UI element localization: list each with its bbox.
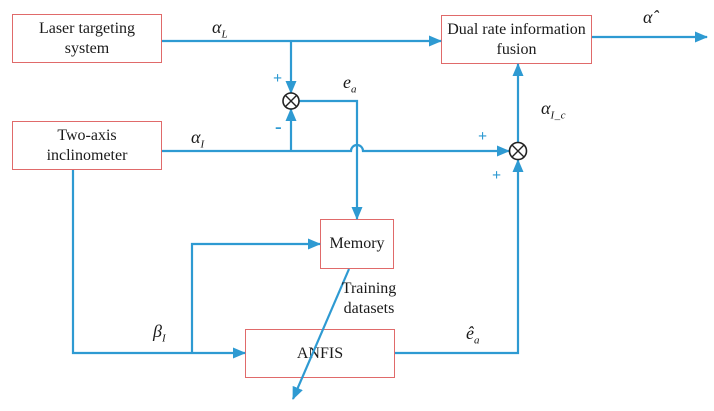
ehat-a-base: ê: [466, 323, 474, 343]
ehat-a-sub: a: [474, 334, 480, 347]
junction1-plus-sign: +: [273, 70, 283, 87]
alpha-i-c-base: α: [541, 98, 551, 118]
alpha-i-sub: I: [200, 138, 205, 151]
beta-i-label: βI: [153, 321, 166, 345]
anfis-box: ANFIS: [245, 329, 395, 378]
alpha-i-c-label: αI_c: [541, 98, 566, 122]
ea-to-memory-wire: [299, 99, 363, 220]
junction2-left-plus-sign: +: [478, 128, 488, 145]
beta-i-sub: I: [161, 332, 167, 345]
junction1-minus-sign: -: [275, 116, 282, 138]
alpha-i-wire: [162, 143, 510, 157]
laser-targeting-system-box: Laser targeting system: [12, 14, 162, 63]
ea-label: ea: [343, 72, 357, 96]
alpha-i-base: α: [191, 127, 201, 147]
ehat-a-label: êa: [466, 323, 480, 347]
ehat-a-wire: [395, 159, 524, 355]
training-datasets-label: Training datasets: [341, 280, 397, 317]
alpha-i-c-sub: I_c: [550, 109, 566, 122]
alpha-hat-base: α̂: [643, 7, 653, 27]
ea-base: e: [343, 72, 351, 92]
alpha-l-sub: L: [221, 28, 229, 41]
alpha-hat-label: α̂: [643, 7, 652, 31]
summing-junction-2: [508, 141, 528, 161]
alpha-l-base: α: [212, 17, 222, 37]
summing-junction-1: [282, 92, 300, 110]
memory-box: Memory: [320, 219, 394, 269]
junction2-bottom-plus-sign: +: [492, 167, 502, 184]
ea-sub: a: [351, 83, 357, 96]
two-axis-inclinometer-box: Two-axis inclinometer: [12, 121, 162, 170]
alpha-l-label: αL: [212, 17, 228, 41]
dual-rate-information-fusion-box: Dual rate information fusion: [441, 15, 592, 64]
alpha-i-label: αI: [191, 127, 205, 151]
beta-i-base: β: [153, 321, 162, 341]
